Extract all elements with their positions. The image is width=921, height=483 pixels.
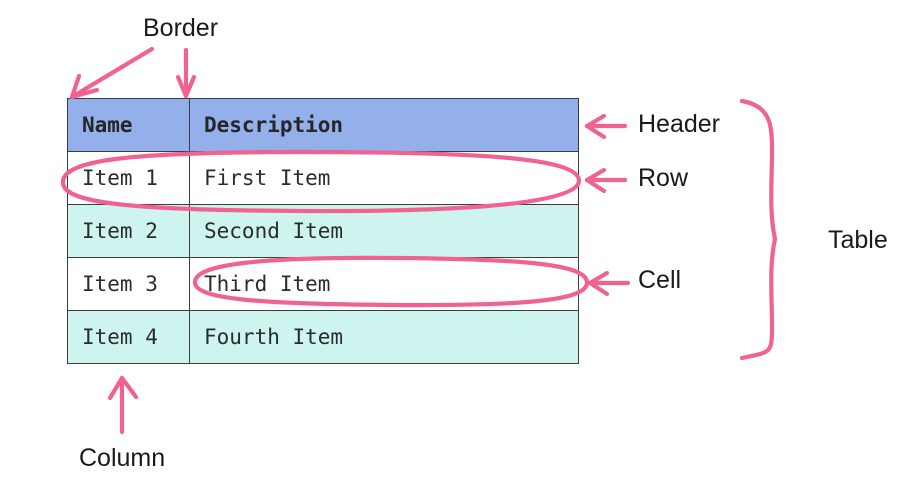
cell-description: Third Item [189,257,579,311]
column-header-name: Name [67,98,190,152]
table-brace-icon [739,98,778,361]
cell-name: Item 2 [67,204,190,258]
table-body: Item 1 First Item Item 2 Second Item Ite… [67,151,579,364]
border-vertical-arrow-icon [175,47,197,99]
label-cell: Cell [638,266,682,294]
label-header: Header [638,110,720,138]
cell-name: Item 4 [67,310,190,364]
label-column: Column [79,444,166,472]
cell-description: Fourth Item [189,310,579,364]
table-header: Name Description [67,98,579,152]
header-row: Name Description [67,98,579,152]
table-row: Item 3 Third Item [67,257,579,311]
cell-name: Item 1 [67,151,190,205]
cell-description: First Item [189,151,579,205]
table-container: Name Description Item 1 First Item Item … [67,98,579,364]
table-row: Item 1 First Item [67,151,579,205]
label-table: Table [828,226,888,254]
table-row: Item 4 Fourth Item [67,310,579,364]
cell-description: Second Item [189,204,579,258]
label-border: Border [143,14,219,42]
border-diagonal-arrow-icon [69,46,155,100]
column-arrow-icon [107,375,139,435]
demo-table: Name Description Item 1 First Item Item … [67,98,579,364]
label-row: Row [638,164,689,192]
row-arrow-icon [584,167,628,194]
column-header-description: Description [189,98,579,152]
cell-name: Item 3 [67,257,190,311]
header-arrow-icon [584,113,628,140]
table-row: Item 2 Second Item [67,204,579,258]
cell-arrow-icon [587,270,631,297]
